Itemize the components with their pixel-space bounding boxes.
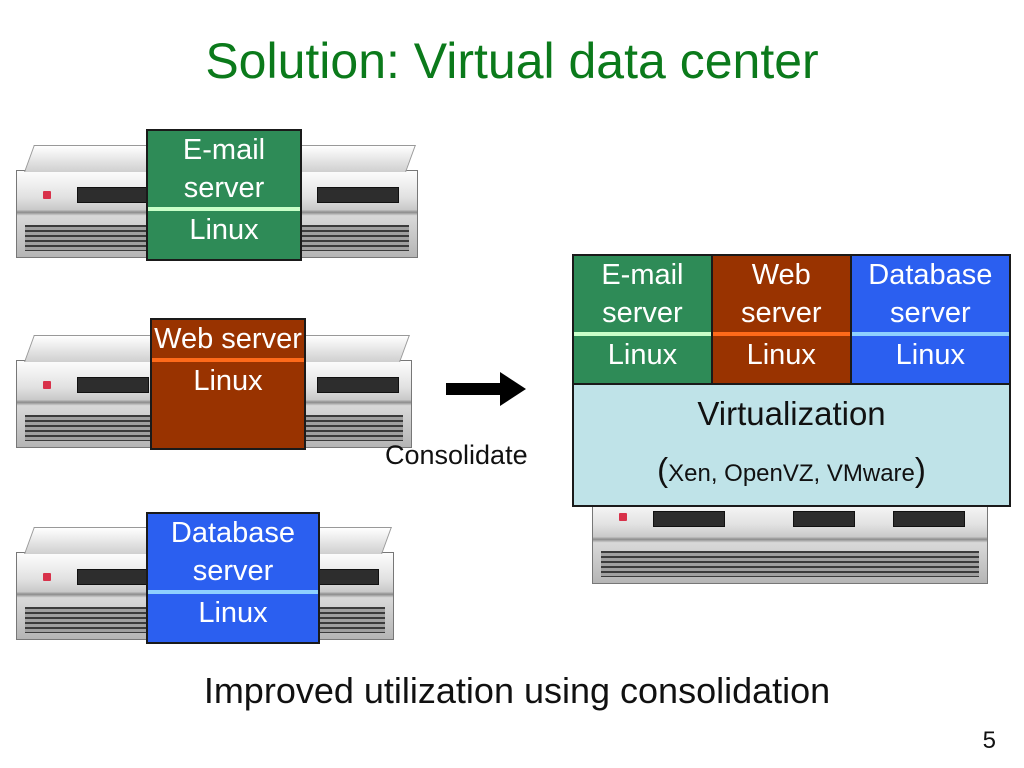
vm-database-os-label: Linux <box>895 339 965 371</box>
drive-slot <box>653 511 725 527</box>
database-server-stack: Database server Linux <box>146 512 320 644</box>
vm-email-server-label: E-mail server <box>601 259 684 329</box>
stack-divider <box>148 590 318 594</box>
database-os-label: Linux <box>198 597 268 629</box>
vm-email-os-label: Linux <box>607 339 678 371</box>
server-led <box>43 381 51 389</box>
vm-email-stack: E-mail server Linux <box>574 256 713 384</box>
consolidate-label: Consolidate <box>385 440 528 470</box>
drive-slot <box>317 569 379 585</box>
stack-divider <box>148 207 300 211</box>
drive-slot <box>893 511 965 527</box>
virtualization-technologies: (Xen, OpenVZ, VMware) <box>657 451 926 488</box>
drive-slot <box>317 187 399 203</box>
server-led <box>43 573 51 581</box>
server-led <box>43 191 51 199</box>
page-number: 5 <box>982 727 996 754</box>
slide-title: Solution: Virtual data center <box>205 33 819 89</box>
drive-slot <box>77 569 149 585</box>
email-os-label: Linux <box>189 214 259 246</box>
drive-slot <box>77 377 149 393</box>
drive-slot <box>317 377 399 393</box>
email-server-label: E-mail server <box>182 134 266 204</box>
consolidated-physical-server <box>592 498 988 584</box>
vm-web-stack: Web server Linux <box>712 256 852 384</box>
drive-slot <box>77 187 149 203</box>
vm-web-os-label: Linux <box>746 339 816 371</box>
server-grille <box>600 551 980 577</box>
virtualization-tech-list: Xen, OpenVZ, VMware <box>668 460 915 487</box>
web-server-stack: Web server Linux <box>150 318 306 450</box>
database-server-label: Database server <box>170 517 296 587</box>
vm-database-server-label: Database server <box>868 259 993 329</box>
vm-web-server-label: Web server <box>740 259 822 329</box>
server-led <box>619 513 627 521</box>
stack-divider <box>712 332 850 336</box>
stack-divider <box>574 332 711 336</box>
virtual-machine-stacks: E-mail server Linux Web server Linux Dat… <box>572 254 1011 386</box>
stack-divider <box>851 332 1009 336</box>
consolidate-arrow-icon <box>446 372 526 406</box>
web-server-label: Web server <box>154 323 302 355</box>
slide-caption: Improved utilization using consolidation <box>203 670 831 711</box>
email-server-stack: E-mail server Linux <box>146 129 302 261</box>
virtualization-layer: Virtualization (Xen, OpenVZ, VMware) <box>572 383 1011 507</box>
web-os-label: Linux <box>193 365 263 397</box>
drive-slot <box>793 511 855 527</box>
vm-database-stack: Database server Linux <box>851 256 1009 384</box>
virtualization-title: Virtualization <box>697 395 886 432</box>
stack-divider <box>152 358 304 362</box>
